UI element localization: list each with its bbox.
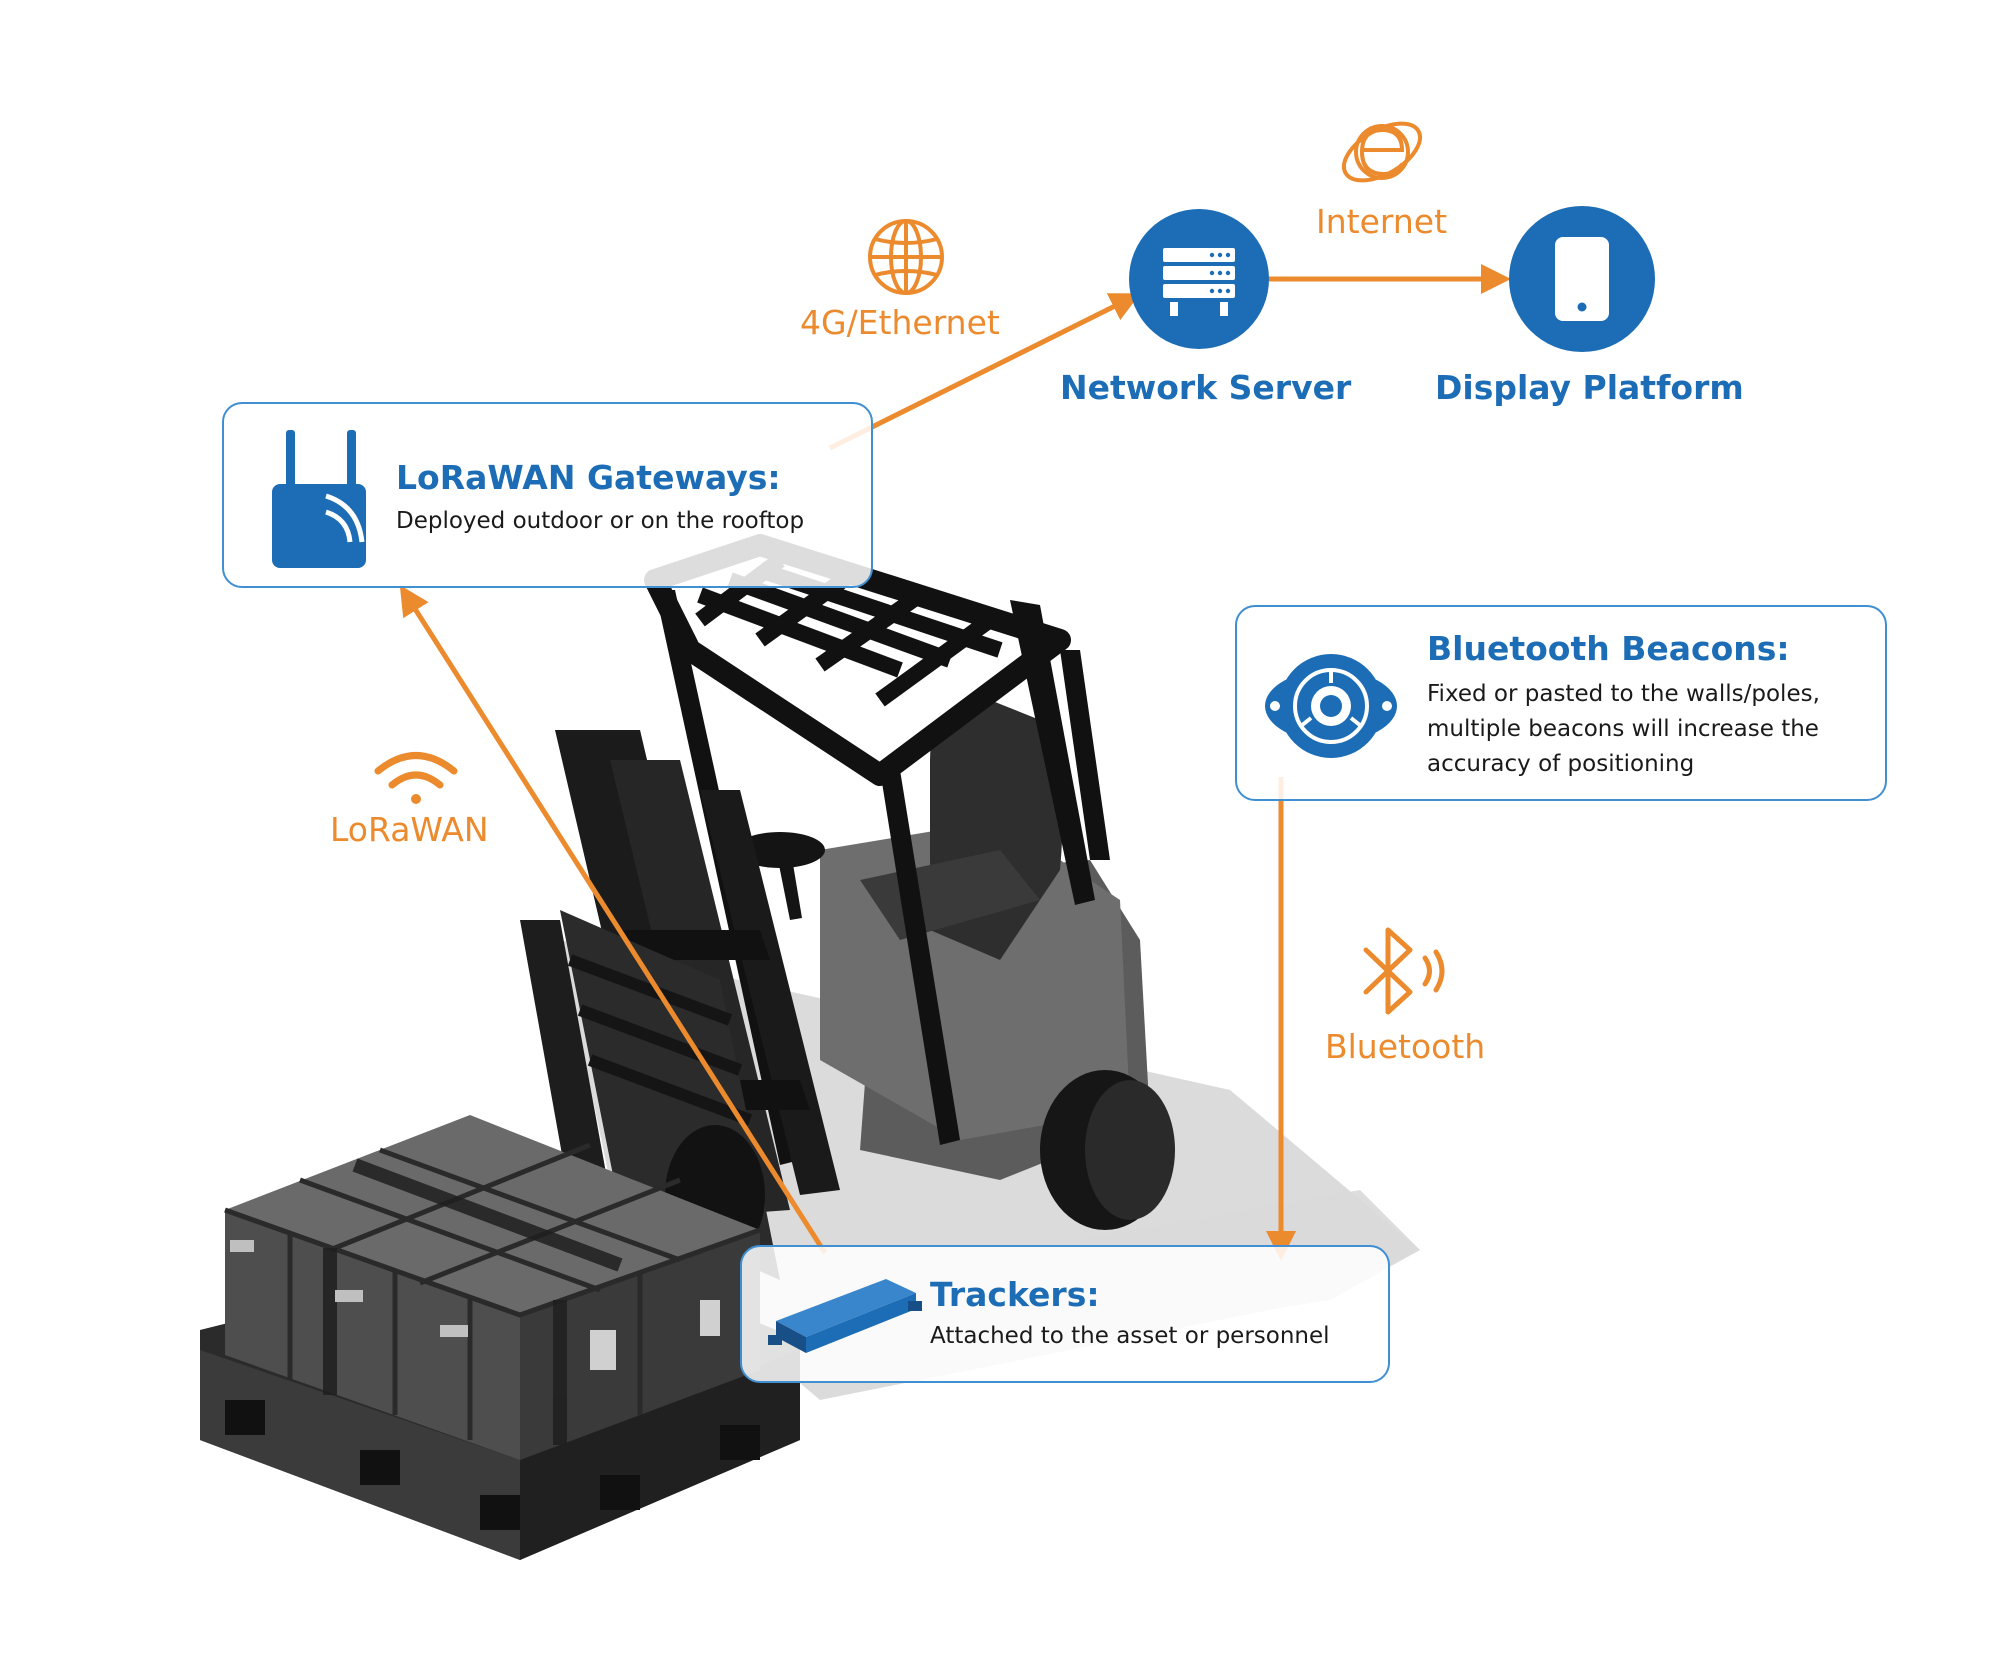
trackers-description: Attached to the asset or personnel xyxy=(930,1323,1330,1349)
bluetooth-icon xyxy=(1363,927,1445,1015)
connector-tracker-to-gateway xyxy=(399,584,828,1255)
connector-gateway-to-server xyxy=(828,293,1141,451)
globe-icon xyxy=(868,219,944,295)
bluetooth-label: Bluetooth xyxy=(1325,1027,1486,1066)
internet-explorer-icon xyxy=(1342,121,1422,183)
display-platform-node xyxy=(1509,206,1655,352)
gateways-title: LoRaWAN Gateways: xyxy=(396,458,781,497)
gateways-description: Deployed outdoor or on the rooftop xyxy=(396,508,805,534)
display-platform-label: Display Platform xyxy=(1435,368,1744,407)
gateway-router-icon xyxy=(272,430,366,568)
beacons-description-line-3: accuracy of positioning xyxy=(1427,751,1695,777)
forklift-illustration xyxy=(520,534,1175,1280)
network-server-node xyxy=(1129,209,1269,349)
internet-label: Internet xyxy=(1316,202,1448,241)
pallet-boxes-illustration xyxy=(200,1115,800,1560)
trackers-title: Trackers: xyxy=(930,1275,1100,1314)
gateways-card: LoRaWAN Gateways: Deployed outdoor or on… xyxy=(222,402,873,588)
trackers-card: Trackers: Attached to the asset or perso… xyxy=(740,1245,1390,1383)
beacons-title: Bluetooth Beacons: xyxy=(1427,629,1790,668)
tracker-device-icon xyxy=(768,1279,922,1353)
beacons-card: Bluetooth Beacons: Fixed or pasted to th… xyxy=(1235,605,1887,801)
wifi-icon xyxy=(374,752,458,804)
beacons-description-line-1: Fixed or pasted to the walls/poles, xyxy=(1427,681,1820,707)
mobile-device-icon xyxy=(1555,237,1609,321)
beacon-icon xyxy=(1265,654,1397,758)
ethernet-label: 4G/Ethernet xyxy=(800,303,1000,342)
lorawan-label: LoRaWAN xyxy=(330,810,489,849)
server-rack-icon xyxy=(1163,248,1235,316)
network-server-label: Network Server xyxy=(1060,368,1352,407)
beacons-description-line-2: multiple beacons will increase the xyxy=(1427,716,1819,742)
